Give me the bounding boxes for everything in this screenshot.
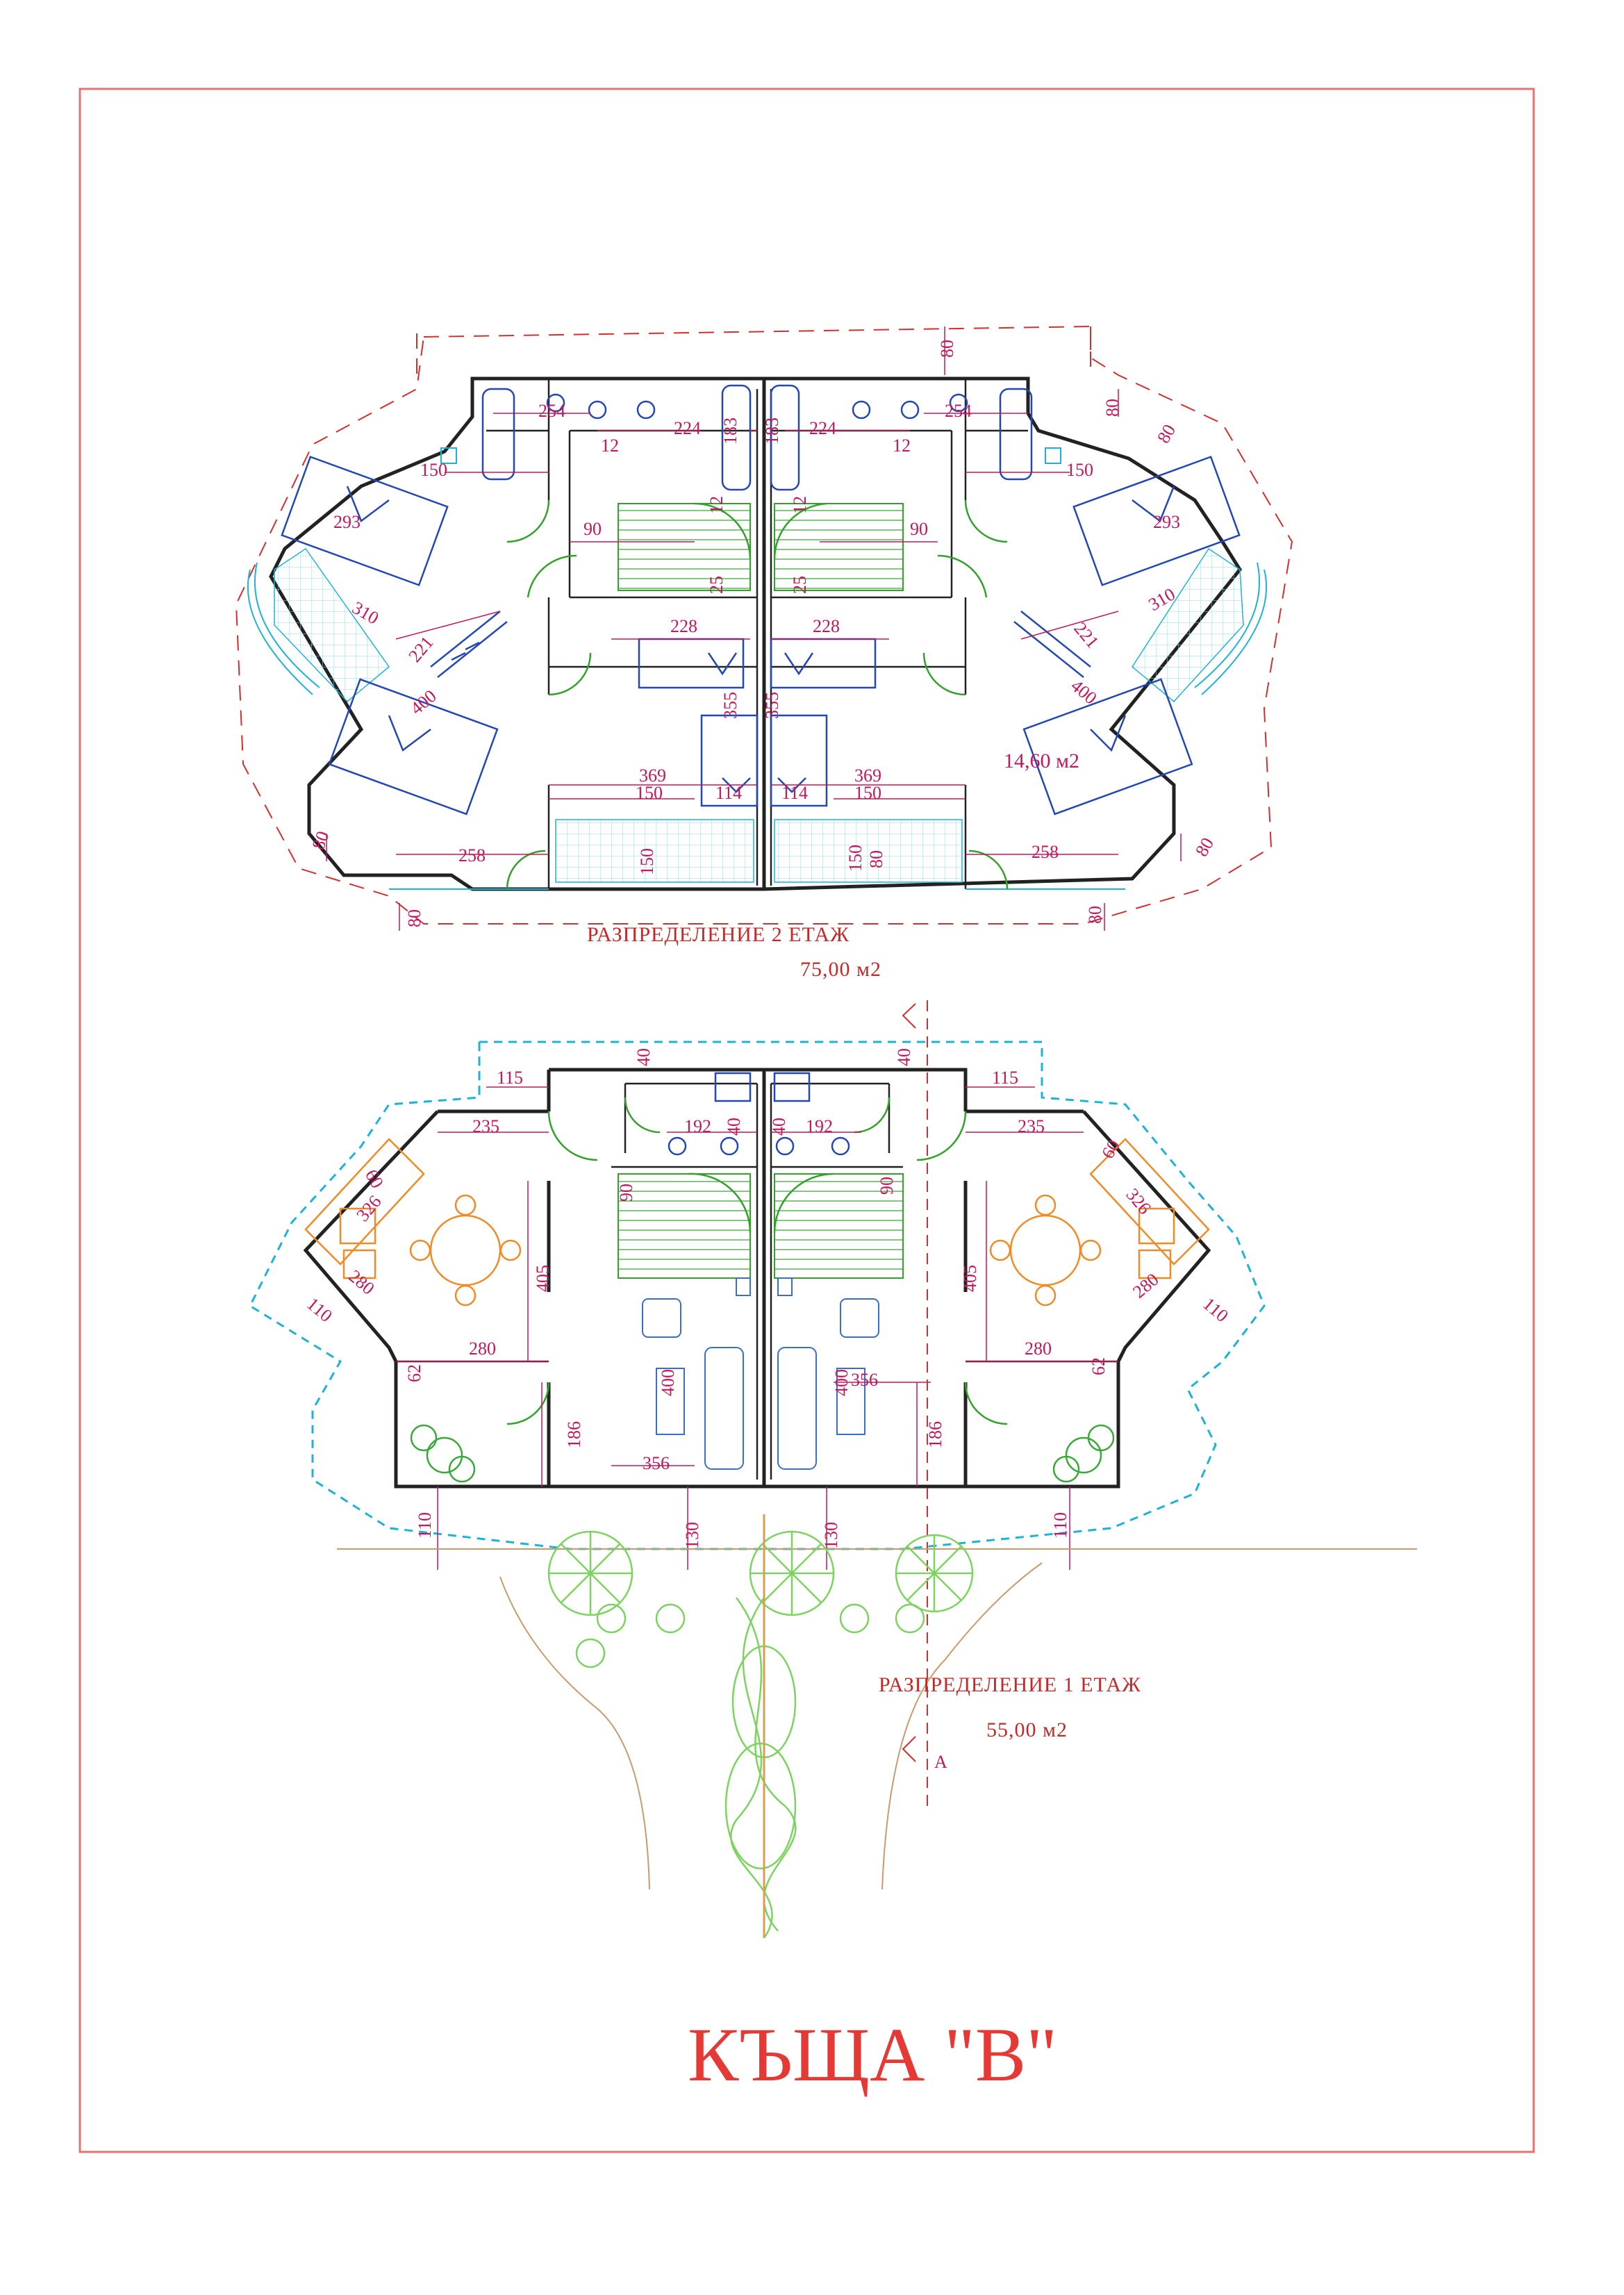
dim-228-left: 228 xyxy=(670,616,697,636)
dim-224-right: 224 xyxy=(809,418,836,438)
dim-110-right: 110 xyxy=(1199,1293,1232,1326)
dim-90-left: 90 xyxy=(583,519,602,539)
sheet-border xyxy=(78,88,1535,2153)
dim-400-left: 400 xyxy=(406,686,440,718)
dim-183-right: 183 xyxy=(762,417,782,445)
dim-150-bottom-right: 150 xyxy=(845,845,865,872)
dim-90-left: 90 xyxy=(616,1184,636,1202)
dim-400-right: 400 xyxy=(831,1369,852,1396)
dim-12-left: 12 xyxy=(601,436,619,456)
dim-355-left: 355 xyxy=(720,692,740,719)
dim-25-right: 25 xyxy=(790,576,810,594)
house-title: КЪЩА "B" xyxy=(688,2012,1057,2097)
dim-115-right: 115 xyxy=(992,1068,1018,1088)
dim-224-left: 224 xyxy=(674,418,701,438)
dim-192-left: 192 xyxy=(684,1116,711,1136)
dim-356-left: 356 xyxy=(643,1453,670,1473)
dim-80-bottom-left-2: 80 xyxy=(404,909,424,927)
dim-258-left: 258 xyxy=(458,845,486,865)
dim-280-left: 280 xyxy=(469,1339,496,1359)
floor1-plan: 40 40 115 115 235 235 192 192 40 40 60 6… xyxy=(249,1000,1417,1939)
section-mark-a: A xyxy=(934,1752,947,1772)
dim-293-right: 293 xyxy=(1153,512,1180,532)
dim-25-left: 25 xyxy=(706,576,727,594)
dim-80-right-side: 80 xyxy=(1153,421,1179,447)
dim-110-bottom-right: 110 xyxy=(1050,1512,1070,1539)
dim-356-right: 356 xyxy=(851,1370,878,1390)
dim-293-left: 293 xyxy=(333,512,361,532)
dim-221-left: 221 xyxy=(404,632,437,666)
dim-150-right: 150 xyxy=(1066,460,1093,480)
dim-183-left: 183 xyxy=(720,417,740,445)
dim-369-right: 369 xyxy=(854,765,881,786)
dim-186-left: 186 xyxy=(564,1421,584,1448)
dim-150-left: 150 xyxy=(420,460,447,480)
dim-130-right: 130 xyxy=(821,1522,841,1549)
floor1-area: 55,00 м2 xyxy=(986,1718,1068,1741)
dim-150-mid-left: 150 xyxy=(636,783,663,803)
dim-235-left: 235 xyxy=(472,1116,499,1136)
dim-90-right: 90 xyxy=(910,519,928,539)
dim-369-left: 369 xyxy=(639,765,666,786)
dim-405-left: 405 xyxy=(533,1265,553,1292)
dim-12-right-v: 12 xyxy=(790,496,810,514)
dim-40-mid-right: 40 xyxy=(769,1118,789,1136)
dim-280-right: 280 xyxy=(1025,1339,1052,1359)
dim-80-bottom-right-2: 80 xyxy=(1085,906,1105,924)
dim-40-mid-left: 40 xyxy=(724,1118,744,1136)
dim-40-right: 40 xyxy=(894,1048,914,1066)
dim-80-bottom-center: 80 xyxy=(866,850,886,868)
dim-115-left: 115 xyxy=(497,1068,523,1088)
dim-150-bottom-left: 150 xyxy=(637,848,657,875)
dim-400-left: 400 xyxy=(658,1369,678,1396)
dim-80-left-bottom: 80 xyxy=(308,829,333,852)
dim-80-right-bottom: 80 xyxy=(1191,834,1218,860)
dim-110-left: 110 xyxy=(303,1293,336,1326)
dim-40-left: 40 xyxy=(633,1048,654,1066)
dim-228-right: 228 xyxy=(813,616,840,636)
dim-130-left: 130 xyxy=(682,1522,702,1549)
dim-110-bottom-left: 110 xyxy=(415,1512,435,1539)
dim-90-right: 90 xyxy=(877,1177,897,1195)
dim-235-right: 235 xyxy=(1018,1116,1045,1136)
dim-280-right-diag: 280 xyxy=(1129,1269,1163,1302)
dim-80-top: 80 xyxy=(937,340,957,358)
dim-12-left-v: 12 xyxy=(706,496,727,514)
room-area-14-60: 14,60 м2 xyxy=(1004,749,1079,772)
floor1-caption: РАЗПРЕДЕЛЕНИЕ 1 ЕТАЖ xyxy=(879,1673,1141,1696)
dim-355-right: 355 xyxy=(762,692,782,719)
dim-186-right: 186 xyxy=(925,1421,945,1448)
dim-254-right: 254 xyxy=(945,401,972,421)
dim-114-left: 114 xyxy=(715,783,742,803)
dim-60-right: 60 xyxy=(1097,1136,1124,1162)
dim-62-right: 62 xyxy=(1088,1357,1109,1375)
dim-405-right: 405 xyxy=(960,1265,980,1292)
floor2-plan: 80 254 224 183 183 224 254 80 12 12 150 … xyxy=(235,325,1293,981)
dim-114-right: 114 xyxy=(781,783,808,803)
floor2-caption: РАЗПРЕДЕЛЕНИЕ 2 ЕТАЖ xyxy=(587,923,850,946)
dim-254-left: 254 xyxy=(538,401,565,421)
dim-12-right: 12 xyxy=(893,436,911,456)
dim-258-right: 258 xyxy=(1031,842,1059,862)
dim-62-left: 62 xyxy=(404,1364,424,1382)
dim-192-right: 192 xyxy=(806,1116,833,1136)
dim-80-right-top: 80 xyxy=(1102,399,1122,417)
floor2-area: 75,00 м2 xyxy=(800,958,881,981)
dim-280-left-diag: 280 xyxy=(345,1266,379,1298)
dim-150-mid-right: 150 xyxy=(854,783,881,803)
